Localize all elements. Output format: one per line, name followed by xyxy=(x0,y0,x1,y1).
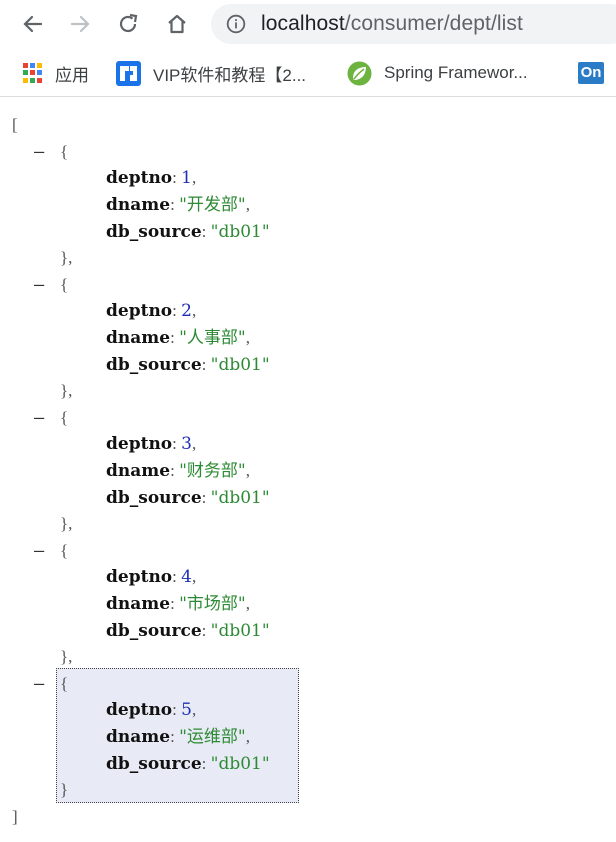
json-key: deptno xyxy=(106,700,173,720)
json-number-value: 3 xyxy=(181,434,192,454)
json-string-value: "db01" xyxy=(210,621,270,641)
bookmarks-divider xyxy=(0,96,616,97)
arrow-right-icon xyxy=(70,15,90,33)
bookmark-on[interactable]: On xyxy=(578,60,604,86)
json-property: db_source: "db01" xyxy=(106,754,270,774)
collapse-toggle[interactable]: – xyxy=(34,408,45,428)
json-string-value: "人事部" xyxy=(179,328,246,348)
bookmark-label: VIP软件和教程【2... xyxy=(153,65,307,85)
json-key: dname xyxy=(106,328,171,348)
collapse-toggle[interactable]: – xyxy=(34,674,45,694)
json-key: deptno xyxy=(106,168,173,188)
json-number-value: 1 xyxy=(181,168,192,188)
json-key: dname xyxy=(106,195,171,215)
bookmark-vip-icon xyxy=(116,60,141,86)
json-string-value: "db01" xyxy=(210,488,270,508)
bookmark-vip[interactable]: VIP软件和教程【2... xyxy=(116,60,306,86)
forward-button[interactable] xyxy=(66,9,96,39)
object-close-brace: }, xyxy=(60,514,73,533)
apps-grid-icon xyxy=(23,63,43,83)
json-property: db_source: "db01" xyxy=(106,355,270,375)
url-text[interactable]: localhost/consumer/dept/list xyxy=(261,12,523,36)
json-property: deptno: 1, xyxy=(106,168,197,188)
object-close-brace: }, xyxy=(60,381,73,400)
json-property: deptno: 2, xyxy=(106,301,197,321)
bookmark-label: Spring Framewor... xyxy=(384,63,528,82)
browser-toolbar: localhost/consumer/dept/list xyxy=(0,0,616,50)
json-property: deptno: 4, xyxy=(106,567,197,587)
info-icon[interactable] xyxy=(226,14,246,34)
json-string-value: "db01" xyxy=(210,222,270,242)
json-key: dname xyxy=(106,594,171,614)
object-open-brace: { xyxy=(60,275,69,294)
json-key: db_source xyxy=(106,222,202,242)
url-path: /consumer/dept/list xyxy=(344,12,523,35)
bookmark-apps[interactable]: 应用 xyxy=(23,60,89,86)
json-property: db_source: "db01" xyxy=(106,621,270,641)
json-property: deptno: 3, xyxy=(106,434,197,454)
json-property: db_source: "db01" xyxy=(106,222,270,242)
json-string-value: "db01" xyxy=(210,754,270,774)
json-property: deptno: 5, xyxy=(106,700,197,720)
bookmarks-bar: 应用 VIP软件和教程【2... Spring Framewor... On xyxy=(0,50,616,97)
back-button[interactable] xyxy=(17,9,47,39)
json-key: dname xyxy=(106,727,171,747)
json-string-value: "db01" xyxy=(210,355,270,375)
spring-leaf-icon xyxy=(347,61,372,85)
json-string-value: "市场部" xyxy=(179,594,246,614)
json-number-value: 4 xyxy=(181,567,192,587)
json-open-bracket: [ xyxy=(12,115,18,134)
json-key: deptno xyxy=(106,301,173,321)
json-property: dname: "运维部", xyxy=(106,727,250,747)
json-string-value: "开发部" xyxy=(179,195,246,215)
bookmark-spring[interactable]: Spring Framewor... xyxy=(347,60,528,86)
reload-icon xyxy=(119,13,138,33)
json-key: deptno xyxy=(106,434,173,454)
object-open-brace: { xyxy=(60,408,69,427)
json-key: db_source xyxy=(106,488,202,508)
json-string-value: "财务部" xyxy=(179,461,246,481)
json-key: dname xyxy=(106,461,171,481)
arrow-left-icon xyxy=(23,15,43,33)
json-property: dname: "市场部", xyxy=(106,594,250,614)
home-button[interactable] xyxy=(162,9,192,39)
json-string-value: "运维部" xyxy=(179,727,246,747)
object-close-brace: } xyxy=(60,780,69,799)
object-close-brace: }, xyxy=(60,647,73,666)
object-open-brace: { xyxy=(60,541,69,560)
json-key: db_source xyxy=(106,754,202,774)
json-property: db_source: "db01" xyxy=(106,488,270,508)
collapse-toggle[interactable]: – xyxy=(34,142,45,162)
on-badge-icon: On xyxy=(578,62,604,84)
object-close-brace: }, xyxy=(60,248,73,267)
url-host: localhost xyxy=(261,12,345,35)
json-number-value: 5 xyxy=(181,700,192,720)
reload-button[interactable] xyxy=(113,9,143,39)
object-open-brace: { xyxy=(60,142,69,161)
json-number-value: 2 xyxy=(181,301,192,321)
home-icon xyxy=(168,14,186,34)
collapse-toggle[interactable]: – xyxy=(34,275,45,295)
json-viewer: [ – { deptno: 1, dname: "开发部", db_source… xyxy=(0,98,616,842)
json-key: db_source xyxy=(106,621,202,641)
json-key: db_source xyxy=(106,355,202,375)
bookmark-label: 应用 xyxy=(55,65,89,85)
selected-object-highlight xyxy=(56,668,299,803)
collapse-toggle[interactable]: – xyxy=(34,541,45,561)
address-bar[interactable]: localhost/consumer/dept/list xyxy=(211,4,616,44)
json-key: deptno xyxy=(106,567,173,587)
json-property: dname: "财务部", xyxy=(106,461,250,481)
object-open-brace: { xyxy=(60,674,69,693)
json-property: dname: "开发部", xyxy=(106,195,250,215)
json-property: dname: "人事部", xyxy=(106,328,250,348)
json-close-bracket: ] xyxy=(12,807,18,826)
